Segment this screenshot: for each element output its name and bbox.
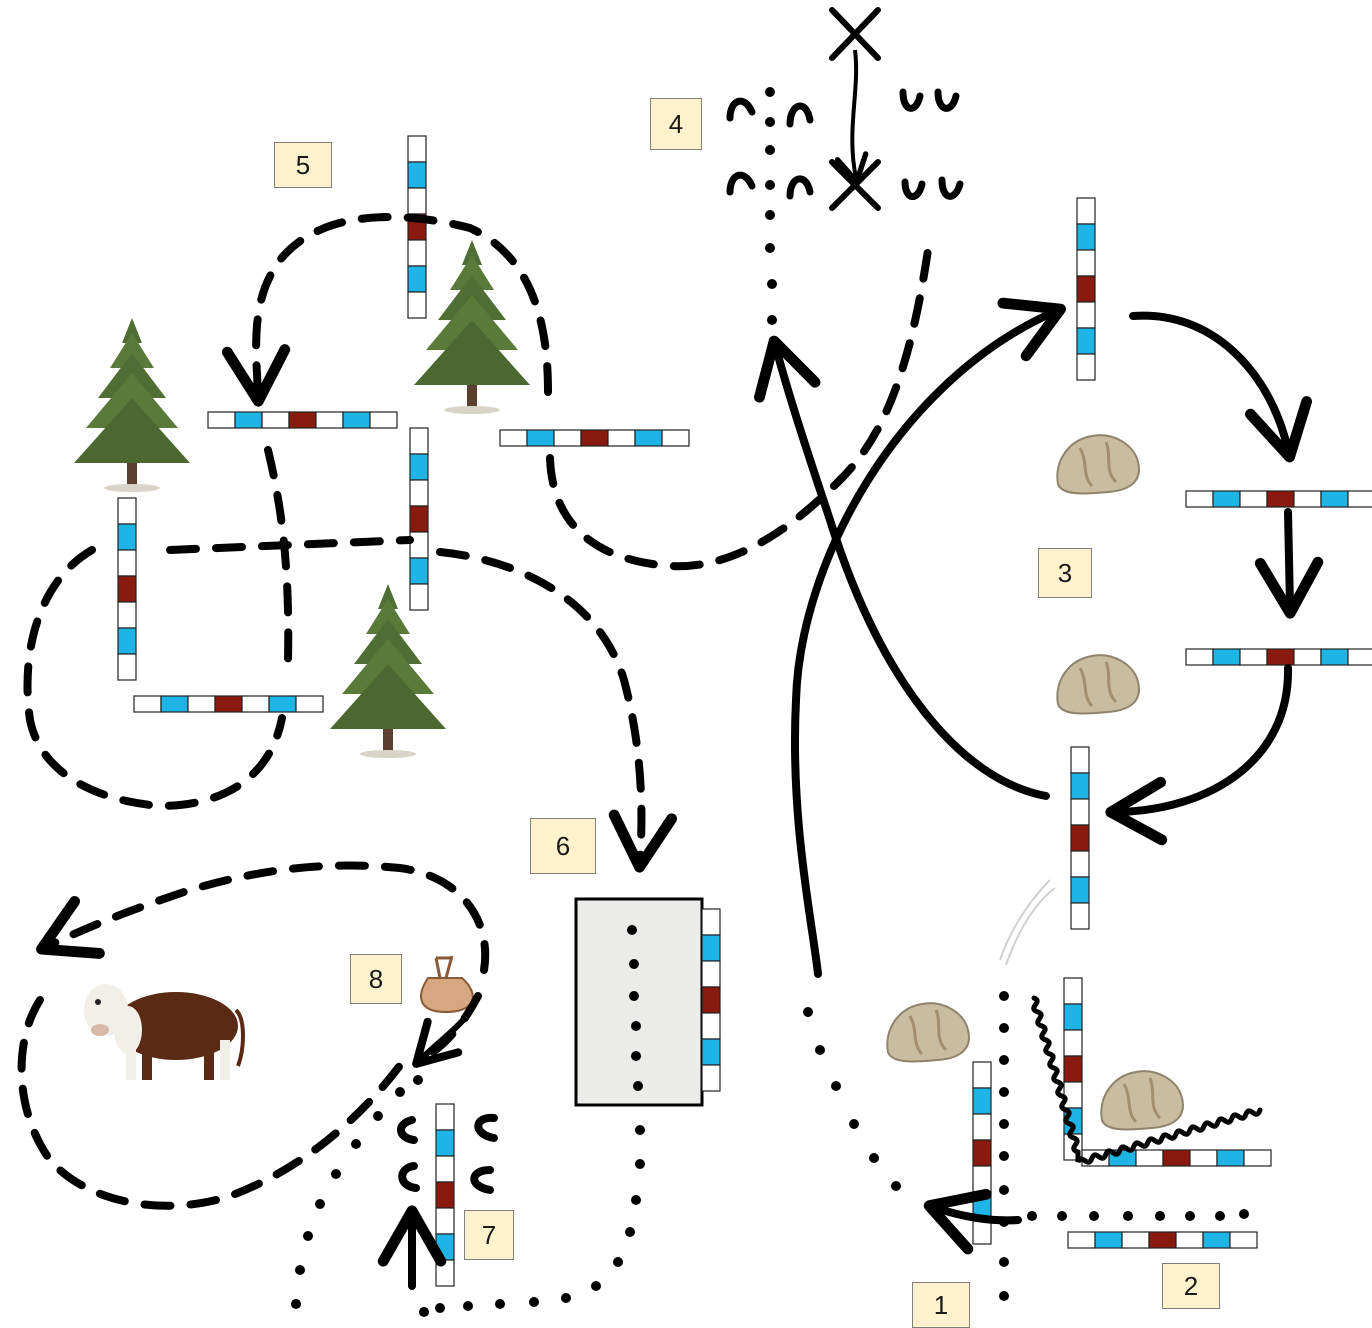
- station-1-2-area: [803, 977, 1272, 1301]
- striped-range-pole-icon: [1185, 490, 1372, 508]
- route-arrow: [790, 297, 1066, 978]
- x-mark-icon: [829, 7, 881, 61]
- dashed-route: [546, 232, 934, 571]
- striped-range-pole-icon: [1185, 648, 1372, 666]
- station-label-2: 2: [1162, 1263, 1220, 1309]
- station-label-5: 5: [274, 142, 332, 188]
- station-label-6: 6: [530, 818, 596, 874]
- station-8-area: [17, 861, 490, 1210]
- route-arrow: [412, 1010, 473, 1068]
- striped-range-pole-icon: [435, 1103, 455, 1287]
- striped-range-pole-icon: [407, 135, 427, 319]
- boulder-icon: [885, 1001, 971, 1064]
- track-marks: [474, 1113, 498, 1142]
- track-marks: [470, 1166, 494, 1194]
- station-4-area: [726, 7, 964, 325]
- dashed-route: [23, 546, 286, 811]
- route-arrow: [1254, 508, 1324, 619]
- pine-tree-icon: [414, 240, 530, 414]
- dotted-track: [419, 925, 645, 1317]
- route-arrow: [923, 1188, 1022, 1255]
- striped-range-pole-icon: [1070, 746, 1090, 930]
- striped-range-pole-icon: [409, 427, 429, 611]
- sack-icon: [420, 955, 474, 1014]
- striped-range-pole-icon: [117, 497, 137, 681]
- boulder-icon: [1099, 1069, 1185, 1132]
- dashed-route: [264, 446, 293, 664]
- striped-range-pole-icon: [1076, 197, 1096, 381]
- dotted-track: [803, 991, 1249, 1301]
- dotted-track: [291, 1075, 423, 1309]
- faint-sketch-mark: [999, 879, 1056, 966]
- pine-tree-icon: [74, 318, 190, 492]
- station-label-4: 4: [650, 98, 702, 150]
- station-label-3: 3: [1038, 548, 1092, 598]
- station-7-area: [291, 1075, 498, 1309]
- wavy-track: [1031, 995, 1263, 1165]
- station-label-8: 8: [350, 954, 402, 1004]
- route-arrow: [1129, 311, 1312, 463]
- pine-tree-icon: [330, 584, 446, 758]
- dashed-route: [166, 536, 414, 554]
- dashed-route: [17, 996, 408, 1210]
- route-arrow: [754, 335, 1050, 800]
- track-marks: [397, 1116, 418, 1144]
- station-6-area: [419, 897, 721, 1317]
- striped-range-pole-icon: [207, 411, 398, 429]
- dashed-route: [436, 548, 678, 873]
- boulder-icon: [1055, 433, 1141, 496]
- station-5-area: [23, 135, 690, 873]
- station-label-7: 7: [464, 1210, 514, 1260]
- station-label-1: 1: [912, 1282, 970, 1328]
- route-arrow: [1105, 664, 1293, 846]
- dotted-track: [765, 87, 777, 325]
- track-marks: [726, 88, 964, 200]
- striped-range-pole-icon: [701, 908, 721, 1092]
- station-3-area: [754, 197, 1372, 978]
- track-marks: [398, 1162, 420, 1192]
- boulder-icon: [1055, 653, 1141, 716]
- gravel-patch: [574, 897, 704, 1107]
- hereford-cow-icon: [84, 984, 245, 1080]
- dashed-route: [221, 213, 552, 407]
- striped-range-pole-icon: [133, 695, 324, 713]
- striped-range-pole-icon: [1067, 1231, 1258, 1249]
- arrow-between-marks: [834, 49, 869, 185]
- striped-range-pole-icon: [499, 429, 690, 447]
